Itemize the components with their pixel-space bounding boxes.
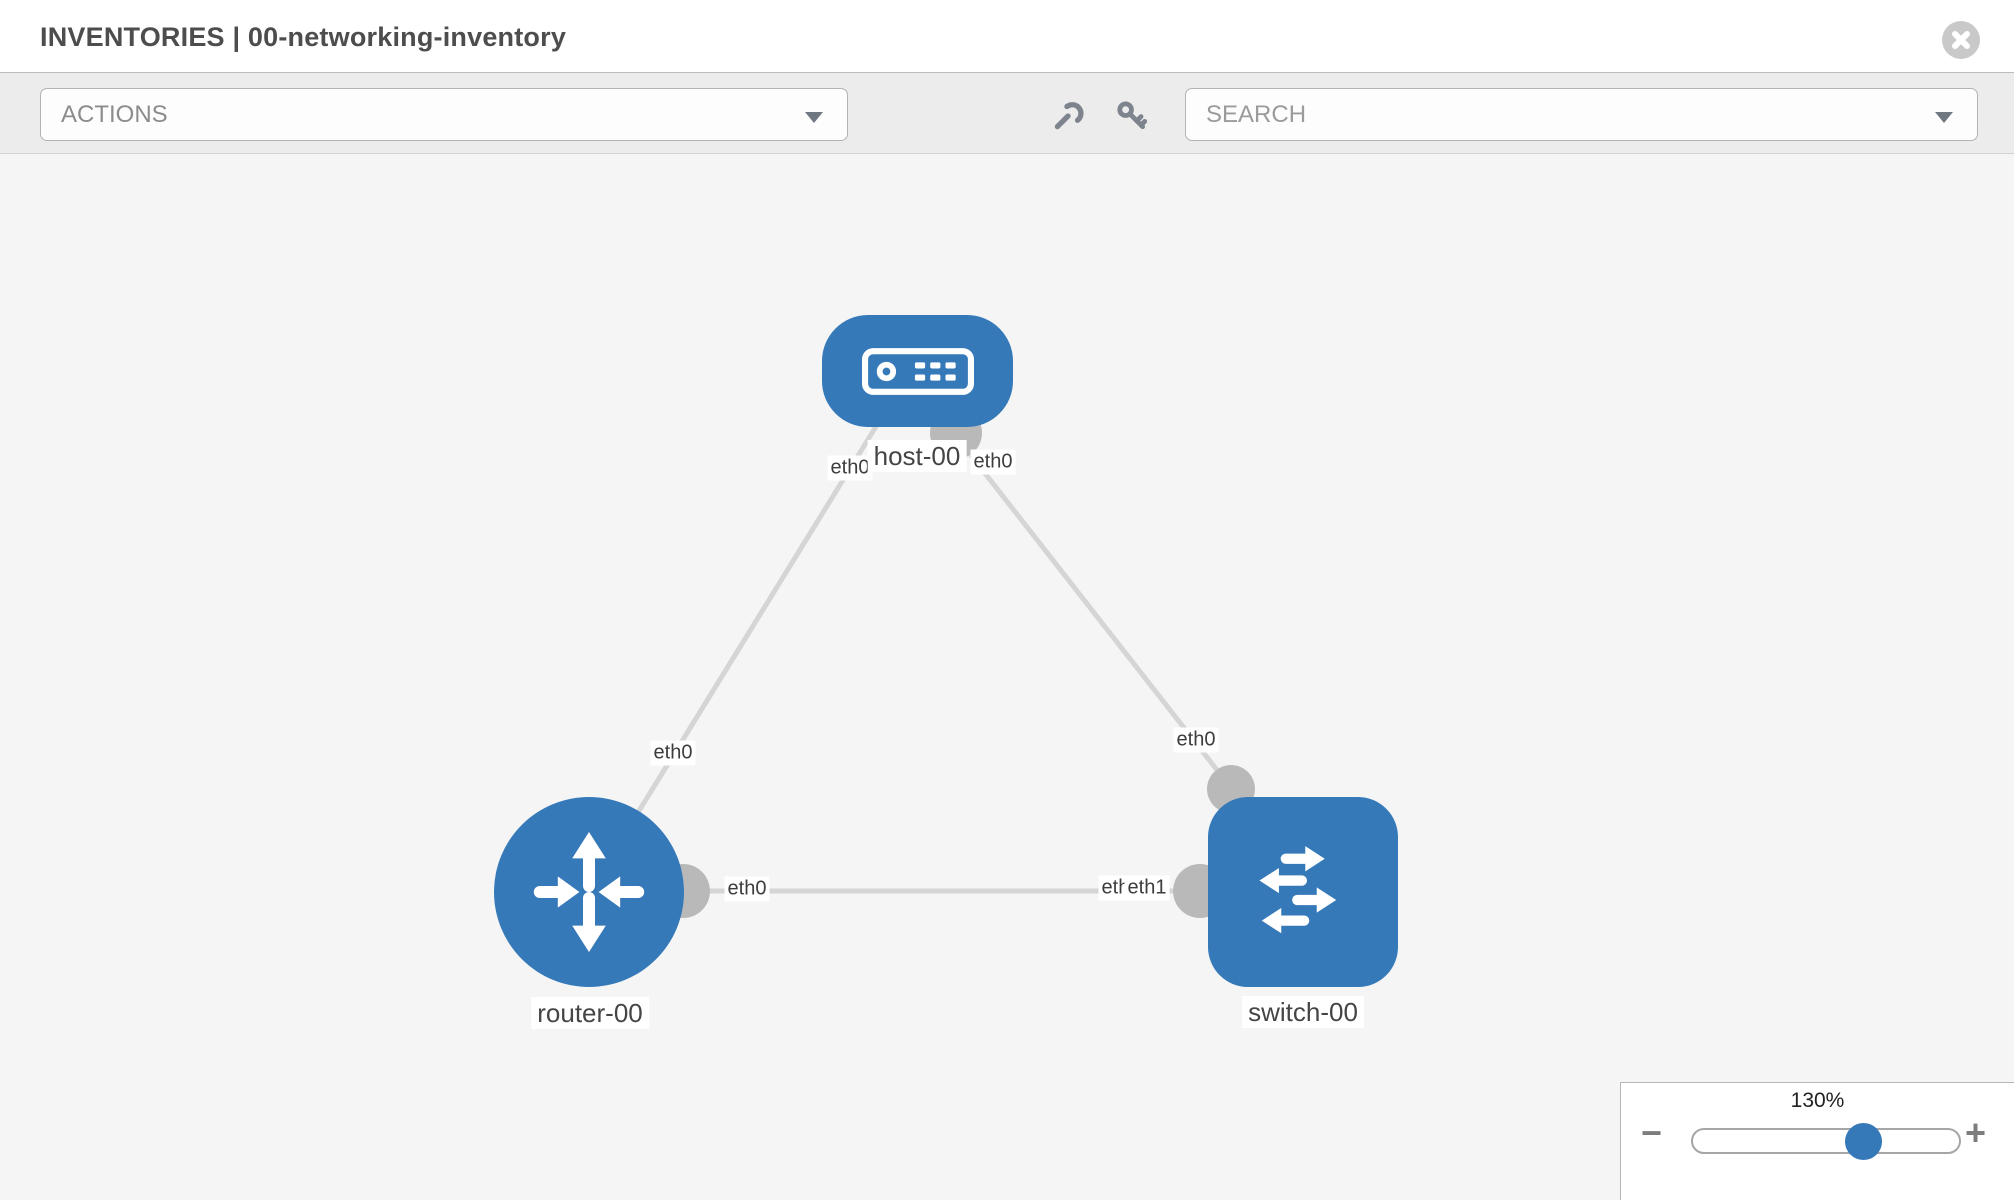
node-switch-00[interactable] (1208, 797, 1398, 987)
node-label-router: router-00 (531, 997, 649, 1029)
interface-label: eth1 (1124, 875, 1170, 901)
zoom-slider-track[interactable] (1691, 1128, 1961, 1154)
zoom-in-button[interactable]: + (1965, 1112, 1987, 1153)
zoom-slider-thumb[interactable] (1845, 1123, 1882, 1160)
actions-dropdown[interactable]: ACTIONS (40, 88, 848, 141)
key-icon (1117, 101, 1148, 130)
search-dropdown[interactable]: SEARCH (1185, 88, 1978, 141)
node-label-switch: switch-00 (1242, 996, 1364, 1028)
key-button[interactable] (1108, 93, 1156, 137)
panel-header: INVENTORIES | 00-networking-inventory (0, 0, 2014, 72)
node-host-00[interactable] (822, 315, 1013, 427)
wrench-icon (1054, 102, 1084, 130)
interface-label: eth0 (724, 876, 770, 902)
page-title: INVENTORIES | 00-networking-inventory (40, 22, 567, 52)
interface-label: eth0 (650, 740, 696, 766)
close-icon (1952, 31, 1970, 49)
actions-dropdown-label: ACTIONS (61, 101, 168, 128)
zoom-out-button[interactable]: − (1641, 1112, 1663, 1153)
interface-label: eth0 (970, 449, 1016, 475)
host-icon (861, 347, 974, 395)
close-button[interactable] (1942, 21, 1980, 59)
zoom-level-text: 130% (1790, 1089, 1845, 1112)
links-layer (586, 407, 1303, 918)
tools-button[interactable] (1044, 93, 1092, 137)
node-router-00[interactable] (494, 797, 684, 987)
interface-label: eth0 (827, 455, 873, 481)
interface-label: eth0 (1173, 727, 1219, 753)
node-label-host: host-00 (867, 440, 967, 472)
topology-canvas[interactable]: host-00 router-00 switch-00 eth0 eth0 et… (0, 154, 2014, 1200)
chevron-down-icon (1935, 112, 1953, 123)
router-icon (533, 832, 645, 952)
switch-icon (1259, 846, 1337, 934)
chevron-down-icon (805, 112, 823, 123)
zoom-panel: 130% − + (1620, 1082, 2014, 1200)
toolbar: ACTIONS SEARCH (0, 72, 2014, 154)
search-placeholder: SEARCH (1206, 101, 1307, 128)
